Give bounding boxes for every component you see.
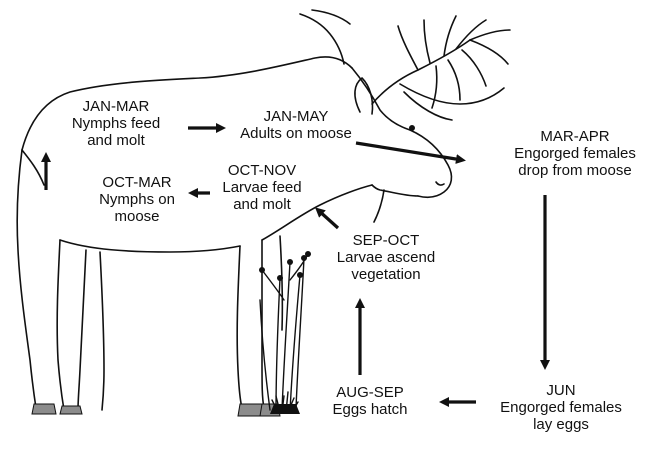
stage-period: JAN-MAR	[82, 98, 150, 115]
stage-oct-nov: OCT-NOV Larvae feed and molt	[206, 162, 318, 213]
stage-period: OCT-MAR	[102, 174, 172, 191]
arrow-sep-oct-to-oct-nov	[315, 207, 340, 230]
stage-description: and molt	[233, 196, 291, 213]
stage-period: JUN	[546, 382, 576, 399]
stage-description: Engorged females	[514, 145, 636, 162]
stage-description: Adults on moose	[240, 125, 352, 142]
stage-aug-sep: AUG-SEP Eggs hatch	[318, 384, 422, 418]
stage-period: SEP-OCT	[352, 232, 420, 249]
stage-sep-oct: SEP-OCT Larvae ascend vegetation	[324, 232, 448, 283]
stage-period: OCT-NOV	[227, 162, 297, 179]
hooves	[31, 403, 281, 417]
stage-period: JAN-MAY	[263, 108, 329, 125]
stage-oct-mar: OCT-MAR Nymphs on moose	[82, 174, 192, 225]
cycle-arrows	[41, 123, 550, 407]
stage-description: Larvae ascend	[336, 249, 436, 266]
moose-outline	[16, 56, 453, 411]
stage-description: vegetation	[351, 266, 421, 283]
stage-jun: JUN Engorged females lay eggs	[486, 382, 636, 433]
stage-description: Nymphs feed	[71, 115, 161, 132]
stage-description: drop from moose	[518, 162, 632, 179]
stage-description: Engorged females	[500, 399, 622, 416]
stage-period: MAR-APR	[540, 128, 610, 145]
stage-jan-mar: JAN-MAR Nymphs feed and molt	[52, 98, 180, 149]
stage-mar-apr: MAR-APR Engorged females drop from moose	[500, 128, 650, 179]
stage-description: Eggs hatch	[332, 401, 408, 418]
stage-description: lay eggs	[533, 416, 589, 433]
arrow-jan-may-to-mar-apr	[355, 141, 466, 164]
antlers	[299, 9, 511, 121]
stage-description: Nymphs on	[99, 191, 175, 208]
stage-description: and molt	[87, 132, 145, 149]
stage-description: moose	[114, 208, 160, 225]
stage-period: AUG-SEP	[336, 384, 404, 401]
vegetation-buds	[259, 251, 311, 414]
stage-description: Larvae feed	[222, 179, 302, 196]
stage-jan-may: JAN-MAY Adults on moose	[228, 108, 364, 142]
